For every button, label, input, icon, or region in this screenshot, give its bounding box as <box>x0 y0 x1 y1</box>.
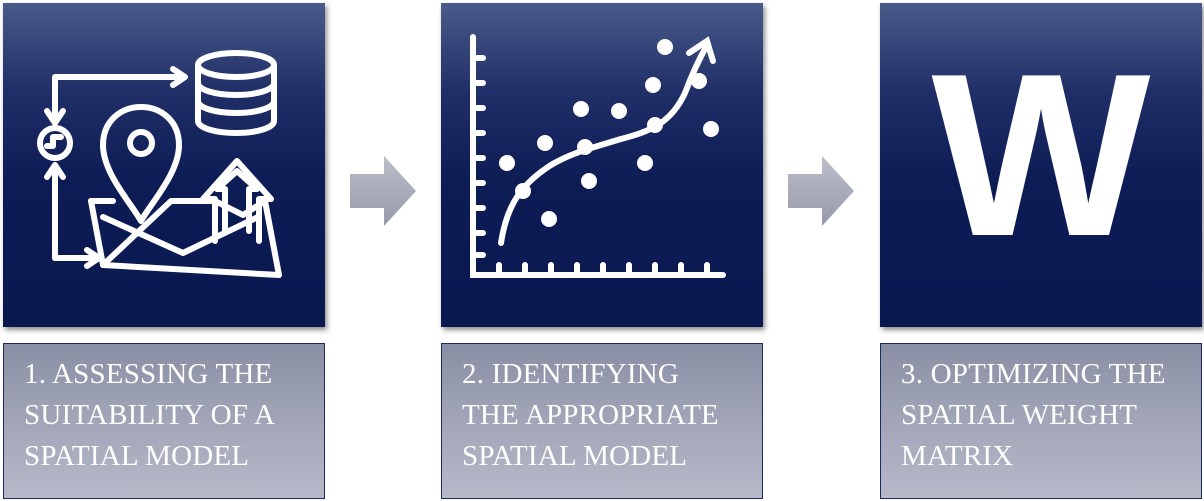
step-3-label: 3. OPTIMIZING THE SPATIAL WEIGHT MATRIX <box>880 343 1202 499</box>
step-1-label-line-2: SUITABILITY OF A <box>24 399 276 431</box>
right-arrow-connector <box>788 156 854 226</box>
step-1-label-line-3: SPATIAL MODEL <box>24 440 250 472</box>
step-2-label-line-1: 2. IDENTIFYING <box>462 358 680 390</box>
map-data-flow-icon <box>37 50 282 278</box>
w-letter: W <box>932 26 1151 285</box>
step-1-label: 1. ASSESSING THE SUITABILITY OF A SPATIA… <box>3 343 325 499</box>
step-2-label: 2. IDENTIFYING THE APPROPRIATE SPATIAL M… <box>441 343 763 499</box>
right-arrow-connector <box>350 156 416 226</box>
step-2-label-line-3: SPATIAL MODEL <box>462 440 688 472</box>
step-3-label-line-2: SPATIAL WEIGHT <box>901 399 1138 431</box>
w-letter-icon: W <box>932 26 1151 285</box>
step-2-tile <box>441 3 763 327</box>
step-3-label-line-3: MATRIX <box>901 440 1014 472</box>
step-2-label-line-2: THE APPROPRIATE <box>462 399 719 431</box>
step-3-label-line-1: 3. OPTIMIZING THE <box>901 358 1166 390</box>
step-1-tile <box>3 3 325 327</box>
step-3-tile: W <box>880 3 1202 327</box>
scatter-trend-icon <box>470 34 726 278</box>
step-1-label-line-1: 1. ASSESSING THE <box>24 358 273 390</box>
